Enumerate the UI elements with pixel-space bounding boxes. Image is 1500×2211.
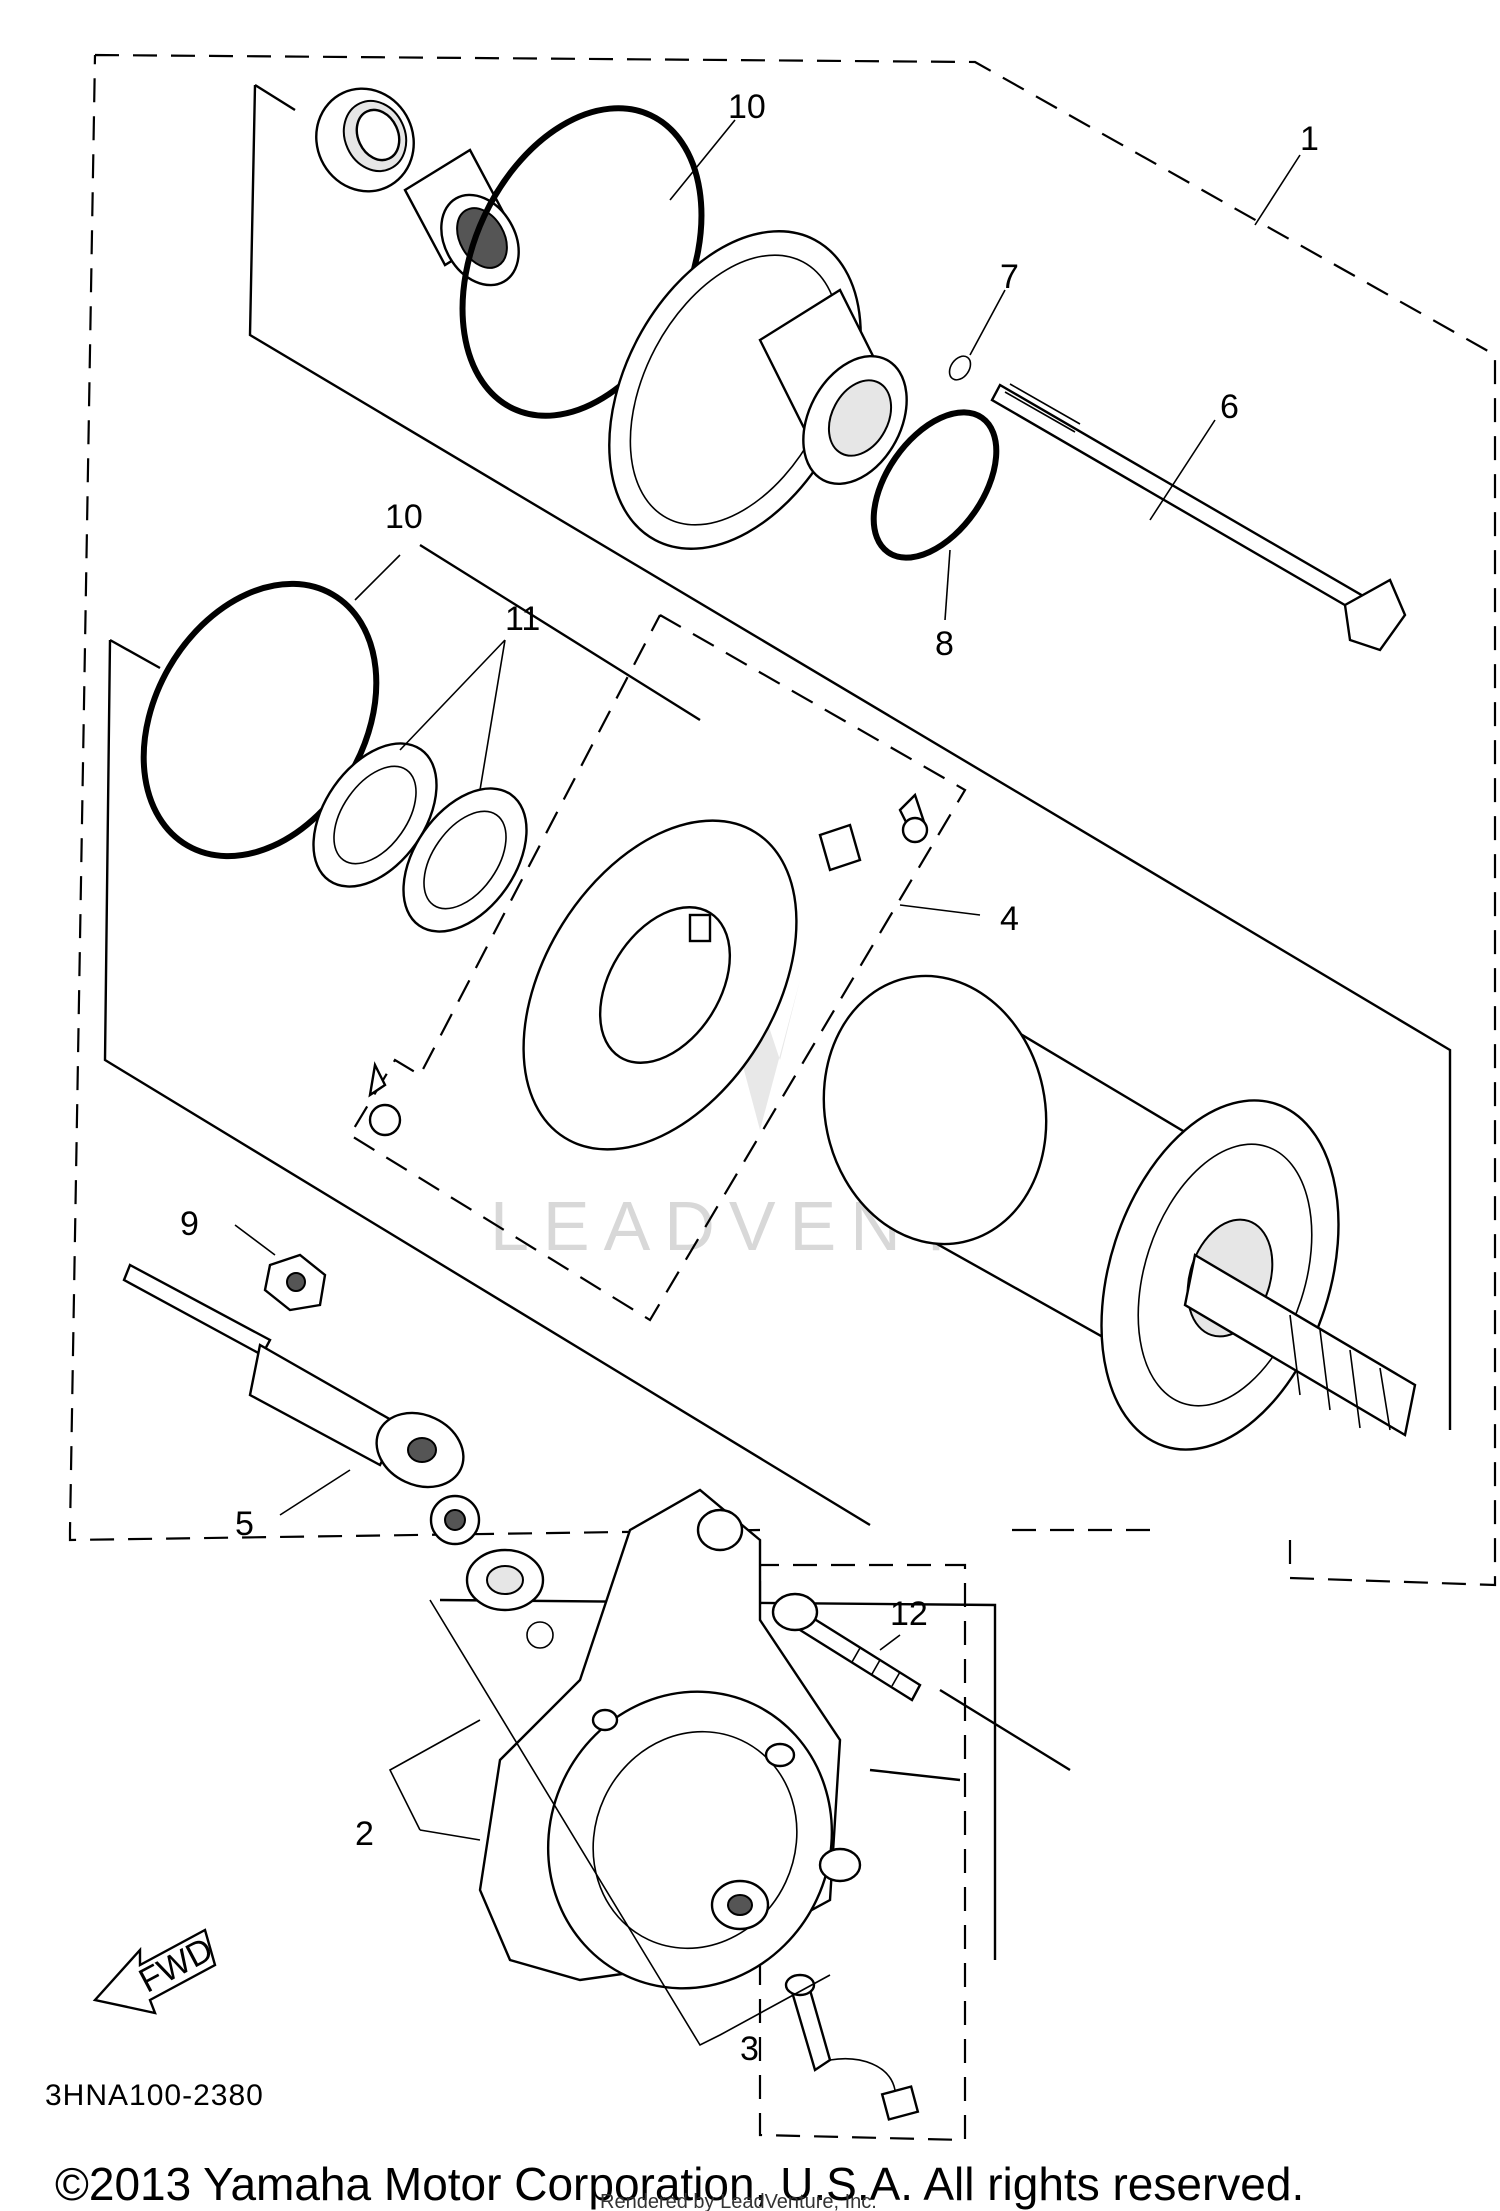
leader-lines <box>234 119 1301 2047</box>
brush-holder-boundary <box>348 614 967 1322</box>
front-cover-group-outline <box>248 83 1452 1430</box>
callout-11: 11 <box>505 600 540 638</box>
o-ring-7 <box>948 355 972 381</box>
washers-11 <box>312 742 528 933</box>
assembly-1-boundary <box>68 53 1497 1587</box>
callout-10-middle: 10 <box>385 498 423 536</box>
callout-2: 2 <box>355 1815 374 1853</box>
callout-4: 4 <box>1000 900 1019 938</box>
callout-12: 12 <box>890 1595 928 1633</box>
callout-3: 3 <box>740 2030 759 2068</box>
callouts: 10 1 7 6 8 10 11 4 9 5 12 2 3 <box>180 88 1319 2068</box>
oil-seal <box>315 87 415 193</box>
callout-7: 7 <box>1000 258 1019 296</box>
o-ring-8 <box>870 409 1000 561</box>
fwd-arrow-icon: FWD <box>92 1928 219 2015</box>
callout-1: 1 <box>1300 120 1319 158</box>
lead-wire-5 <box>122 1263 465 1489</box>
brush-parts <box>368 792 929 1137</box>
through-bolt-6 <box>990 383 1407 652</box>
front-cover <box>608 230 908 550</box>
brush-plate <box>522 819 798 1151</box>
needle-bearing <box>403 148 520 287</box>
rendered-by-notice: Rendered by LeadVenture, Inc. <box>600 2191 877 2211</box>
insulator-stack <box>429 1494 554 1649</box>
callout-8: 8 <box>935 625 954 663</box>
rear-cover <box>478 1488 862 1990</box>
yoke-armature <box>822 974 1417 1451</box>
callout-9: 9 <box>180 1205 199 1243</box>
part-code: 3HNA100-2380 <box>45 2079 264 2112</box>
fwd-label: FWD <box>133 1930 219 2000</box>
brush-terminal <box>784 1973 920 2121</box>
callout-10-top: 10 <box>728 88 766 126</box>
yoke-group-outline <box>103 543 871 1527</box>
nut-9 <box>263 1253 327 1312</box>
callout-5: 5 <box>235 1505 254 1543</box>
callout-6: 6 <box>1220 388 1239 426</box>
bolt-12 <box>771 1592 922 1702</box>
copyright-notice: ©2013 Yamaha Motor Corporation, U.S.A. A… <box>55 2158 1304 2210</box>
